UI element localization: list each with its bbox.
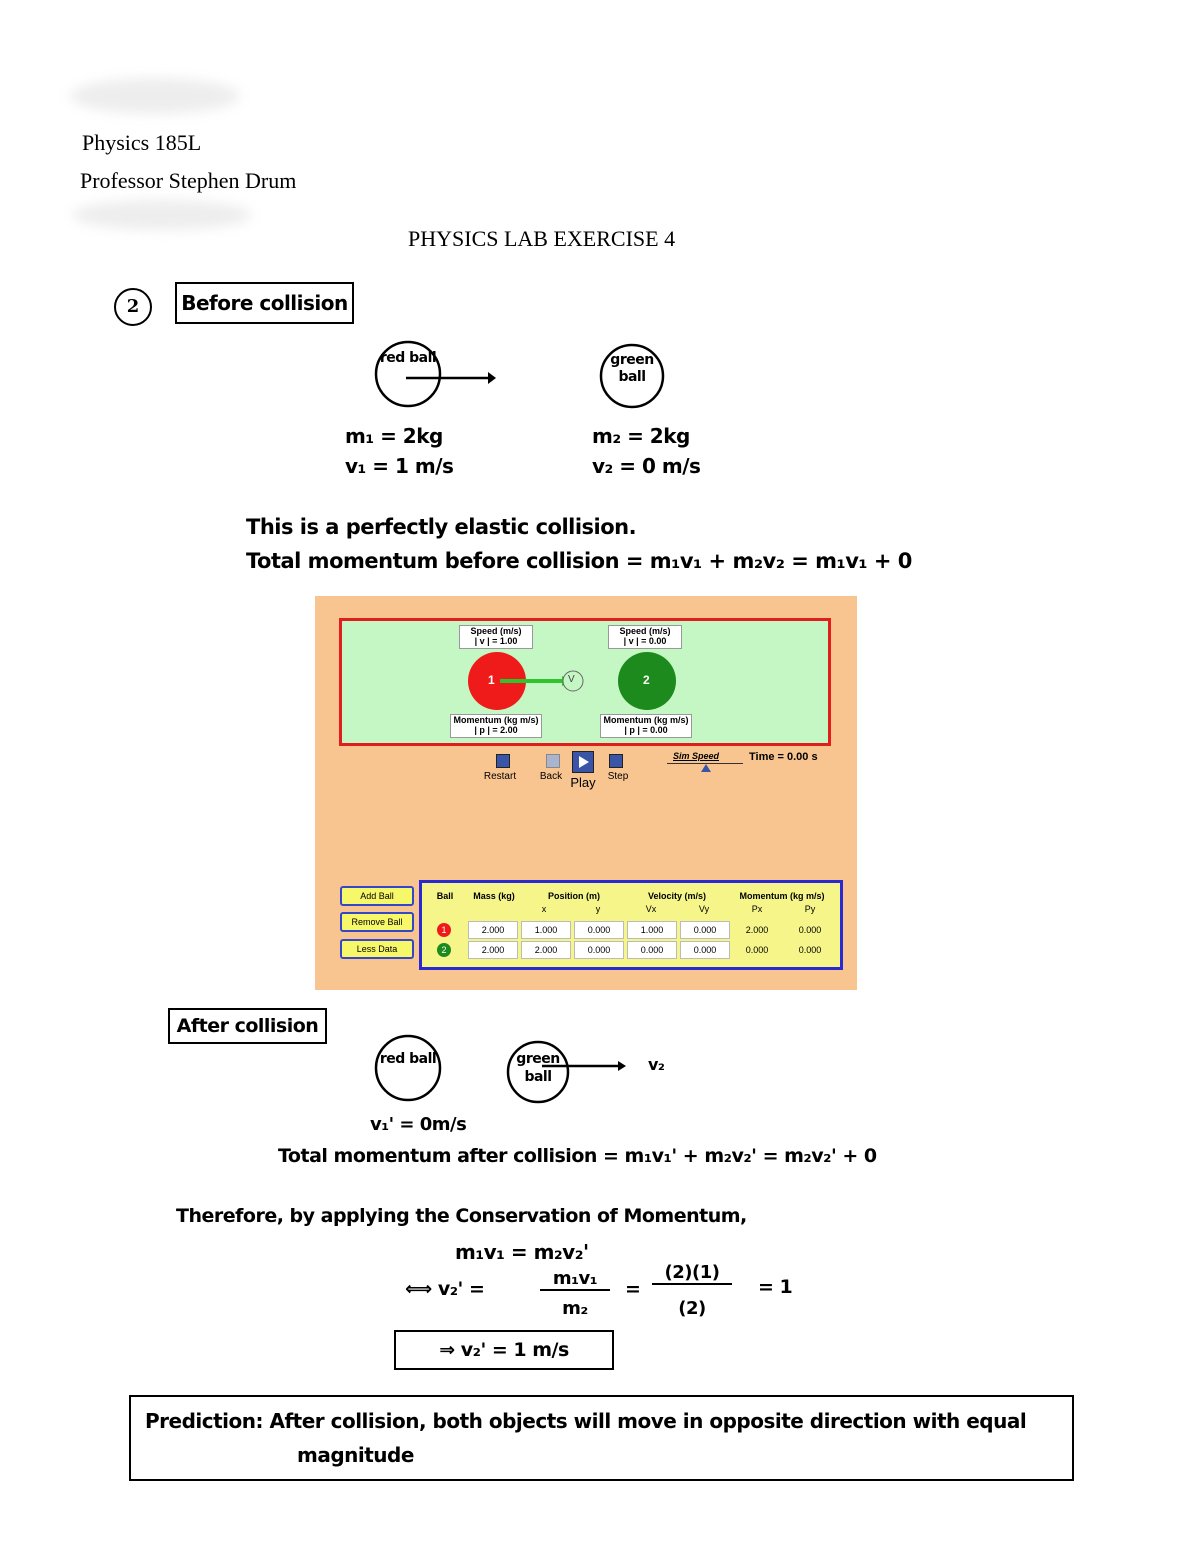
momentum-value: | p | = 2.00 <box>474 725 518 735</box>
equation-1: m₁v₁ = m₂v₂' <box>455 1240 589 1264</box>
back-icon[interactable] <box>546 754 560 768</box>
velocity-2: v₂ = 0 m/s <box>592 454 701 478</box>
green-ball-label: green ball <box>516 1051 560 1085</box>
simulation-panel: Speed (m/s) | v | = 1.00 Speed (m/s) | v… <box>315 596 857 990</box>
question-number: 2 <box>114 288 152 326</box>
before-collision-heading: Before collision <box>175 282 354 324</box>
restart-icon[interactable] <box>496 754 510 768</box>
final-answer-box: ⇒ v₂' = 1 m/s <box>394 1330 614 1370</box>
prediction-line-2: magnitude <box>297 1443 414 1467</box>
ball-2 <box>618 652 676 710</box>
momentum-before: Total momentum before collision = m₁v₁ +… <box>246 549 912 573</box>
x-input[interactable]: 2.000 <box>521 941 571 959</box>
mass-2: m₂ = 2kg <box>592 424 690 448</box>
v1-prime: v₁' = 0m/s <box>370 1114 467 1135</box>
col-ball: Ball <box>436 891 454 901</box>
mass-input[interactable]: 2.000 <box>468 921 518 939</box>
prediction-line-1: Prediction: After collision, both object… <box>145 1409 1027 1433</box>
equals-sign: = <box>625 1278 641 1300</box>
momentum-after: Total momentum after collision = m₁v₁' +… <box>278 1145 877 1167</box>
step-button[interactable]: Step <box>607 771 629 782</box>
v2-label: v₂ <box>648 1055 665 1074</box>
mass-input[interactable]: 2.000 <box>468 941 518 959</box>
equation-2-left: ⟺ v₂' = <box>405 1278 485 1300</box>
col-velocity: Velocity (m/s) <box>647 891 707 901</box>
py-value: 0.000 <box>798 945 822 955</box>
red-ball-label: red ball <box>379 1051 437 1067</box>
sub-px: Px <box>751 904 763 914</box>
blurred-mark <box>72 200 252 230</box>
momentum-title: Momentum (kg m/s) <box>603 715 689 725</box>
before-collision-sketch <box>374 340 665 409</box>
momentum-value: | p | = 0.00 <box>624 725 668 735</box>
speed-value: | v | = 1.00 <box>474 636 518 646</box>
time-readout: Time = 0.00 s <box>749 751 818 763</box>
step-icon[interactable] <box>609 754 623 768</box>
col-mass: Mass (kg) <box>473 891 515 901</box>
sim-speed-slider[interactable] <box>667 763 743 764</box>
col-momentum: Momentum (kg m/s) <box>739 891 825 901</box>
prediction-box: Prediction: After collision, both object… <box>129 1395 1074 1481</box>
row-ball-badge: 1 <box>437 923 451 937</box>
collision-field: Speed (m/s) | v | = 1.00 Speed (m/s) | v… <box>339 618 831 746</box>
ball1-speed-box: Speed (m/s) | v | = 1.00 <box>459 625 533 649</box>
fraction-1-denominator: m₂ <box>562 1298 588 1319</box>
after-collision-heading: After collision <box>168 1008 327 1044</box>
speed-title: Speed (m/s) <box>619 626 671 636</box>
vx-input[interactable]: 1.000 <box>627 921 677 939</box>
restart-button[interactable]: Restart <box>483 771 517 782</box>
fraction-2-denominator: (2) <box>678 1298 706 1319</box>
ball-2-number: 2 <box>643 673 650 687</box>
ball2-momentum-box: Momentum (kg m/s) | p | = 0.00 <box>600 714 692 738</box>
px-value: 0.000 <box>745 945 769 955</box>
fraction-1-numerator: m₁v₁ <box>540 1268 610 1291</box>
professor-name: Professor Stephen Drum <box>80 168 297 193</box>
conservation-statement: Therefore, by applying the Conservation … <box>176 1205 747 1227</box>
col-position: Position (m) <box>548 891 600 901</box>
vx-input[interactable]: 0.000 <box>627 941 677 959</box>
ball2-speed-box: Speed (m/s) | v | = 0.00 <box>608 625 682 649</box>
remove-ball-button[interactable]: Remove Ball <box>340 912 414 932</box>
sub-py: Py <box>804 904 816 914</box>
sim-speed-label: Sim Speed <box>673 751 720 761</box>
sub-vy: Vy <box>698 904 710 914</box>
y-input[interactable]: 0.000 <box>574 921 624 939</box>
ball-1-number: 1 <box>488 673 495 687</box>
play-button[interactable]: Play <box>570 775 596 790</box>
blurred-mark <box>70 78 240 114</box>
data-table: Ball Mass (kg) Position (m) Velocity (m/… <box>419 880 843 970</box>
row-ball-badge: 2 <box>437 943 451 957</box>
play-icon[interactable] <box>572 751 594 773</box>
vy-input[interactable]: 0.000 <box>680 941 730 959</box>
slider-handle-icon[interactable] <box>701 764 711 772</box>
green-ball-label: green ball <box>610 352 654 385</box>
ball-1 <box>468 652 526 710</box>
elastic-statement: This is a perfectly elastic collision. <box>246 515 637 539</box>
speed-value: | v | = 0.00 <box>623 636 667 646</box>
less-data-button[interactable]: Less Data <box>340 939 414 959</box>
mass-1: m₁ = 2kg <box>345 424 443 448</box>
course-name: Physics 185L <box>82 130 202 155</box>
ball1-momentum-box: Momentum (kg m/s) | p | = 2.00 <box>450 714 542 738</box>
vy-input[interactable]: 0.000 <box>680 921 730 939</box>
x-input[interactable]: 1.000 <box>521 921 571 939</box>
y-input[interactable]: 0.000 <box>574 941 624 959</box>
after-collision-sketch <box>374 1034 626 1104</box>
speed-title: Speed (m/s) <box>470 626 522 636</box>
add-ball-button[interactable]: Add Ball <box>340 886 414 906</box>
red-ball-label: red ball <box>379 350 437 366</box>
fraction-2-numerator: (2)(1) <box>652 1262 732 1285</box>
sub-vx: Vx <box>645 904 657 914</box>
page-title: PHYSICS LAB EXERCISE 4 <box>408 226 676 251</box>
momentum-title: Momentum (kg m/s) <box>453 715 539 725</box>
velocity-1: v₁ = 1 m/s <box>345 454 454 478</box>
balls-drawing <box>468 652 676 710</box>
sub-x: x <box>541 904 547 914</box>
equation-2-result: = 1 <box>758 1276 793 1298</box>
velocity-vector-label[interactable]: V <box>568 674 575 685</box>
px-value: 2.000 <box>745 925 769 935</box>
sub-y: y <box>595 904 601 914</box>
back-button[interactable]: Back <box>539 771 563 782</box>
py-value: 0.000 <box>798 925 822 935</box>
